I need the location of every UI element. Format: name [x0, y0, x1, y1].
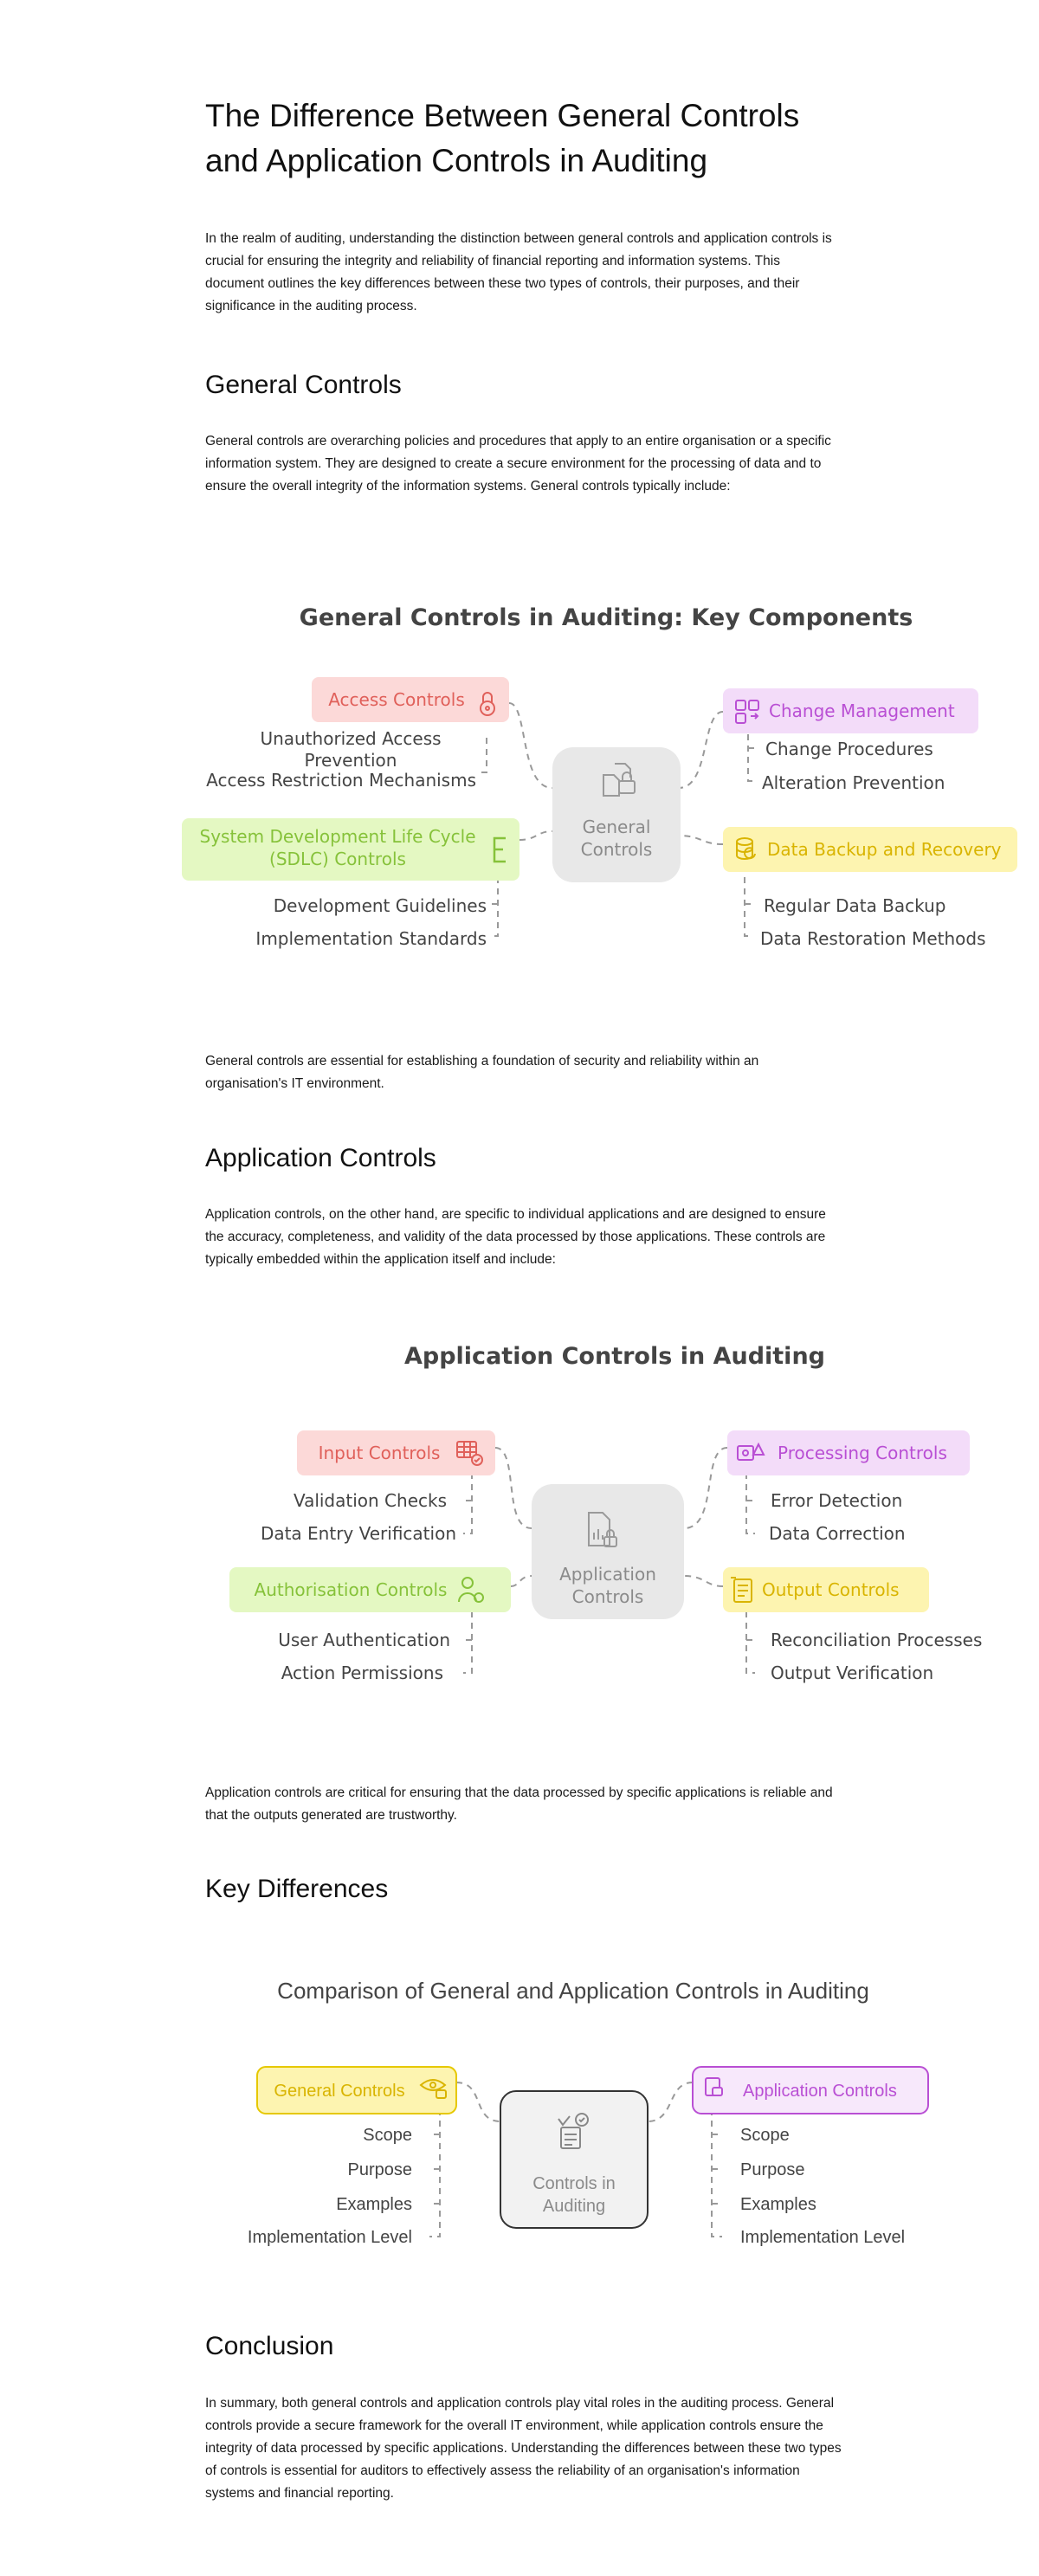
application-center-label-1: Application [559, 1564, 656, 1585]
application-controls-heading: Application Controls [205, 1144, 436, 1172]
application-controls-diagram: Application Controls in Auditing Applica… [0, 1333, 1039, 1697]
general-compare-item-2: Purpose [348, 2160, 413, 2179]
conclusion-heading: Conclusion [205, 2332, 334, 2360]
general-compare-item-1: Scope [363, 2126, 412, 2145]
application-controls-after: Application controls are critical for en… [205, 1785, 833, 1823]
sdlc-label-2: (SDLC) Controls [269, 849, 406, 869]
app-compare-item-3: Examples [740, 2195, 816, 2214]
report-lock-icon [588, 1512, 617, 1547]
comparison-diagram-title: Comparison of General and Application Co… [277, 1978, 869, 2004]
change-item-1: Change Procedures [765, 739, 933, 759]
change-management-label: Change Management [769, 700, 955, 721]
backup-item-2: Data Restoration Methods [760, 928, 986, 949]
comparison-center-label-1: Controls in [532, 2174, 616, 2193]
general-controls-diagram: General Controls in Auditing: Key Compon… [0, 580, 1039, 961]
processing-item-1: Error Detection [771, 1490, 902, 1511]
page-title: The Difference Between General Controls … [205, 98, 800, 178]
application-controls-body: Application controls, on the other hand,… [205, 1207, 826, 1267]
sdlc-item-2: Implementation Standards [255, 928, 487, 949]
change-icon [735, 700, 759, 724]
output-controls-label: Output Controls [762, 1579, 900, 1600]
comparison-connectors [429, 2082, 722, 2237]
key-differences-heading: Key Differences [205, 1875, 389, 1903]
table-check-icon [456, 1441, 483, 1466]
user-gear-icon [458, 1577, 484, 1603]
comparison-application-node: Application Controls [692, 2066, 929, 2114]
general-center-label-2: Controls [581, 839, 653, 860]
application-center-label-2: Controls [572, 1586, 644, 1607]
comparison-general-label: General Controls [274, 2082, 404, 2101]
input-item-2: Data Entry Verification [261, 1523, 456, 1544]
authorisation-controls-node: Authorisation Controls [229, 1567, 511, 1612]
lock-files-icon [603, 763, 636, 797]
app-compare-item-4: Implementation Level [740, 2228, 905, 2247]
general-compare-item-3: Examples [336, 2195, 412, 2214]
letter-e-icon [493, 836, 506, 863]
access-item-2: Prevention [305, 750, 397, 771]
output-controls-node: Output Controls [723, 1567, 929, 1612]
sdlc-item-1: Development Guidelines [274, 895, 487, 916]
processing-item-2: Data Correction [769, 1523, 906, 1544]
input-controls-label: Input Controls [319, 1443, 441, 1463]
access-controls-label: Access Controls [328, 689, 465, 710]
database-icon [736, 837, 756, 860]
general-center-node: General Controls [552, 747, 681, 882]
access-item-3: Access Restriction Mechanisms [206, 770, 476, 791]
general-center-label-1: General [583, 817, 651, 837]
eye-lock-icon [419, 2079, 447, 2099]
output-item-1: Reconciliation Processes [771, 1630, 982, 1650]
change-item-2: Alteration Prevention [762, 772, 945, 793]
data-backup-node: Data Backup and Recovery [723, 827, 1017, 872]
document-list-icon [731, 1577, 752, 1603]
comparison-application-label: Application Controls [743, 2082, 897, 2101]
data-backup-label: Data Backup and Recovery [767, 839, 1002, 860]
application-diagram-title: Application Controls in Auditing [404, 1343, 825, 1370]
authorisation-controls-label: Authorisation Controls [255, 1579, 448, 1600]
app-compare-item-1: Scope [740, 2126, 790, 2145]
lock-icon [480, 692, 495, 716]
change-management-node: Change Management [723, 688, 978, 733]
auth-item-2: Action Permissions [281, 1662, 443, 1683]
backup-item-1: Regular Data Backup [764, 895, 946, 916]
intro-paragraph: In the realm of auditing, understanding … [205, 231, 832, 313]
audit-document-icon [558, 2113, 589, 2149]
app-compare-item-2: Purpose [740, 2160, 805, 2179]
general-diagram-title: General Controls in Auditing: Key Compon… [300, 604, 913, 631]
comparison-center-node: Controls in Auditing [500, 2090, 649, 2229]
general-connectors [478, 702, 757, 937]
comparison-diagram: Comparison of General and Application Co… [0, 1961, 1039, 2256]
application-connectors [463, 1447, 755, 1674]
auth-item-1: User Authentication [278, 1630, 450, 1650]
comparison-center-label-2: Auditing [543, 2197, 605, 2216]
conclusion-body: In summary, both general controls and ap… [205, 2396, 842, 2501]
processing-icon [737, 1442, 765, 1461]
general-controls-after: General controls are essential for estab… [205, 1054, 759, 1091]
access-item-1: Unauthorized Access [260, 728, 441, 749]
general-compare-item-4: Implementation Level [248, 2228, 412, 2247]
input-item-1: Validation Checks [294, 1490, 447, 1511]
sdlc-label-1: System Development Life Cycle [200, 826, 476, 847]
processing-controls-label: Processing Controls [778, 1443, 947, 1463]
output-item-2: Output Verification [771, 1662, 933, 1683]
comparison-general-node: General Controls [256, 2066, 457, 2114]
general-controls-heading: General Controls [205, 371, 402, 399]
app-lock-icon [705, 2077, 723, 2096]
input-controls-node: Input Controls [297, 1430, 495, 1475]
access-controls-node: Access Controls [312, 677, 509, 722]
application-center-node: Application Controls [532, 1484, 684, 1619]
processing-controls-node: Processing Controls [727, 1430, 970, 1475]
sdlc-node: System Development Life Cycle (SDLC) Con… [182, 818, 520, 881]
general-controls-body: General controls are overarching policie… [205, 434, 831, 494]
